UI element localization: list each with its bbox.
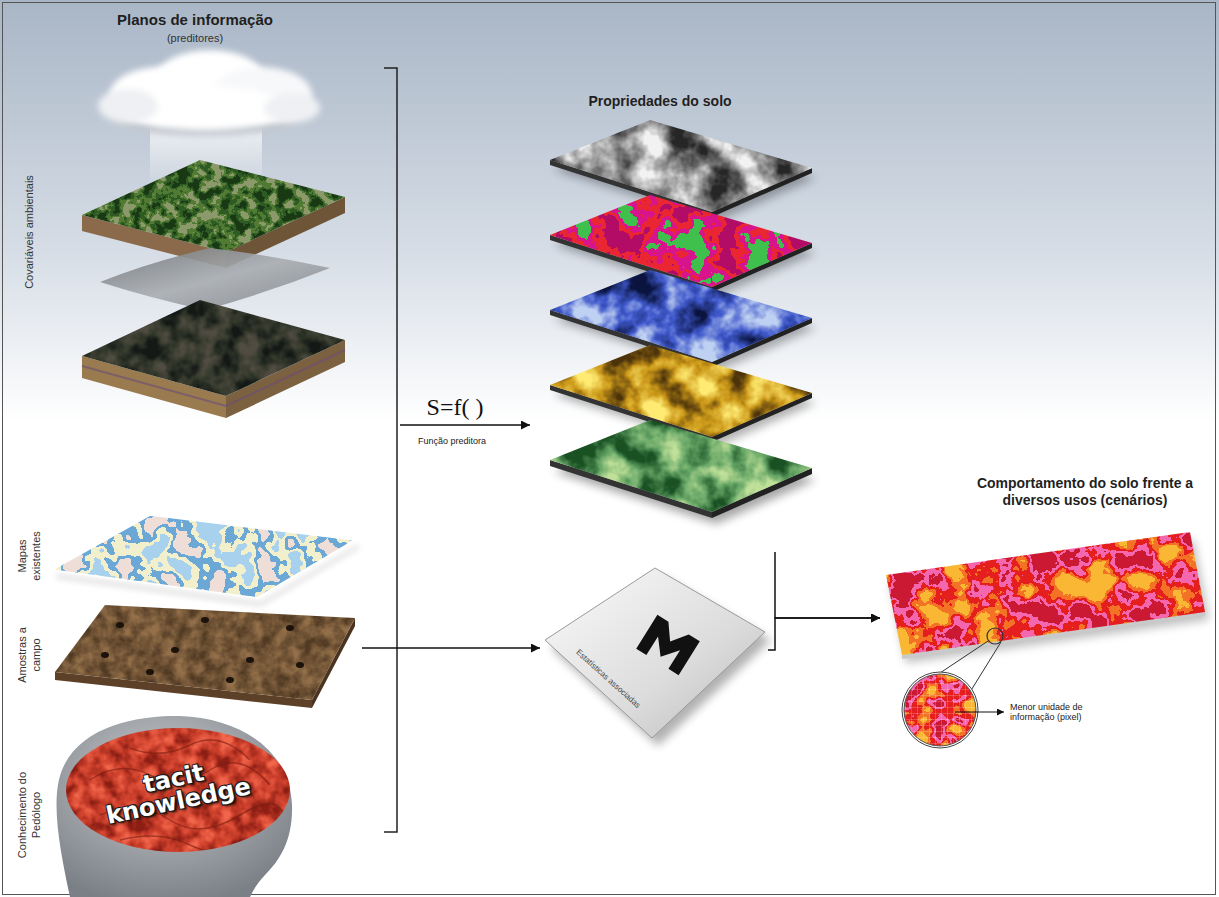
covariate-layers: Covariáveis ambientais [8, 48, 362, 432]
m-glyph [636, 615, 700, 675]
sample-hole [296, 662, 304, 668]
brain-folds [90, 740, 285, 851]
behavior-map [886, 532, 1209, 748]
statistics-plate: Estatísticas associadas [540, 562, 768, 742]
sample-hole [116, 622, 124, 628]
map-heading: Comportamento do solo frente a diversos … [975, 475, 1195, 509]
panel-heading: Planos de informação [117, 11, 273, 29]
brain-fold [120, 836, 250, 851]
property-layer [550, 120, 812, 212]
property-layer [550, 420, 812, 512]
sample-hole [226, 677, 234, 683]
panel-subheading: (preditores) [167, 32, 223, 45]
sample-hole [246, 657, 254, 663]
dark-surface [82, 300, 345, 396]
pixel-zoom: Menor unidade de informação (pixel) [895, 662, 1125, 754]
zoom-line [970, 642, 1001, 692]
property-layers [550, 120, 816, 524]
zoom-marker [987, 628, 1003, 644]
property-layer [550, 345, 812, 437]
pixel-leader [955, 712, 1004, 713]
existing-maps: Mapas existentes [8, 508, 362, 602]
connector-arrow [400, 424, 530, 426]
map-surface [52, 515, 355, 598]
side-label: Amostras a campo [16, 620, 44, 690]
cloud-puff [98, 89, 158, 123]
cloud-puff [264, 93, 320, 123]
map-border [52, 515, 355, 598]
plate-label: Estatísticas associadas [574, 648, 642, 711]
forest-surface [82, 160, 345, 252]
soil-behavior-map: Comportamento do solo frente a diversos … [880, 456, 1210, 658]
bracket [384, 68, 397, 832]
brain [66, 728, 290, 852]
sample-hole [286, 625, 294, 631]
old-map [52, 515, 359, 606]
sample-hole [146, 669, 154, 675]
brain-text: tacit knowledge [91, 751, 262, 830]
sample-hole [101, 652, 109, 658]
head-silhouette [57, 716, 293, 897]
function-caption: Função preditora [418, 436, 486, 447]
predictor-panel: Covariáveis ambientaisMapas existentesAm… [0, 0, 400, 897]
soil-property-stack: Propriedades do solo [530, 86, 822, 552]
field-samples: Amostras a campo [8, 604, 362, 708]
connector-arrow [768, 618, 880, 650]
figure-frame [3, 3, 1216, 895]
property-layer [550, 270, 812, 362]
sample-hole [201, 617, 209, 623]
connector-arrow [775, 552, 880, 618]
side-label: Covariáveis ambientais [23, 162, 37, 302]
statistics-plate [545, 568, 771, 746]
dark-block [82, 300, 345, 418]
m-logo [636, 615, 700, 675]
map-surface [886, 532, 1206, 656]
property-layer [550, 195, 812, 287]
side-label: Conhecimento do Pedólogo [16, 750, 44, 880]
side-label: Mapas existentes [16, 521, 44, 591]
terrain-sheet [100, 248, 330, 310]
soil-plate [55, 605, 355, 708]
zoom-ring [902, 672, 978, 748]
stack-heading: Propriedades do solo [588, 93, 731, 110]
sample-hole [171, 647, 179, 653]
soil-surface [55, 605, 355, 700]
pixel-note: Menor unidade de informação (pixel) [1010, 702, 1114, 723]
plate-surface [545, 568, 765, 738]
connectors [362, 425, 880, 650]
function-label: S=f( ) [427, 393, 484, 422]
zoom-content [904, 674, 976, 746]
head [57, 716, 293, 897]
brain-fold [130, 740, 250, 760]
pedologist-knowledge: Conhecimento do Pedólogo tacit knowledge [8, 712, 362, 895]
connector-arrow [362, 647, 540, 649]
pixel-grid [904, 674, 976, 746]
sample-holes [101, 617, 304, 683]
zoom-outline [904, 674, 976, 746]
